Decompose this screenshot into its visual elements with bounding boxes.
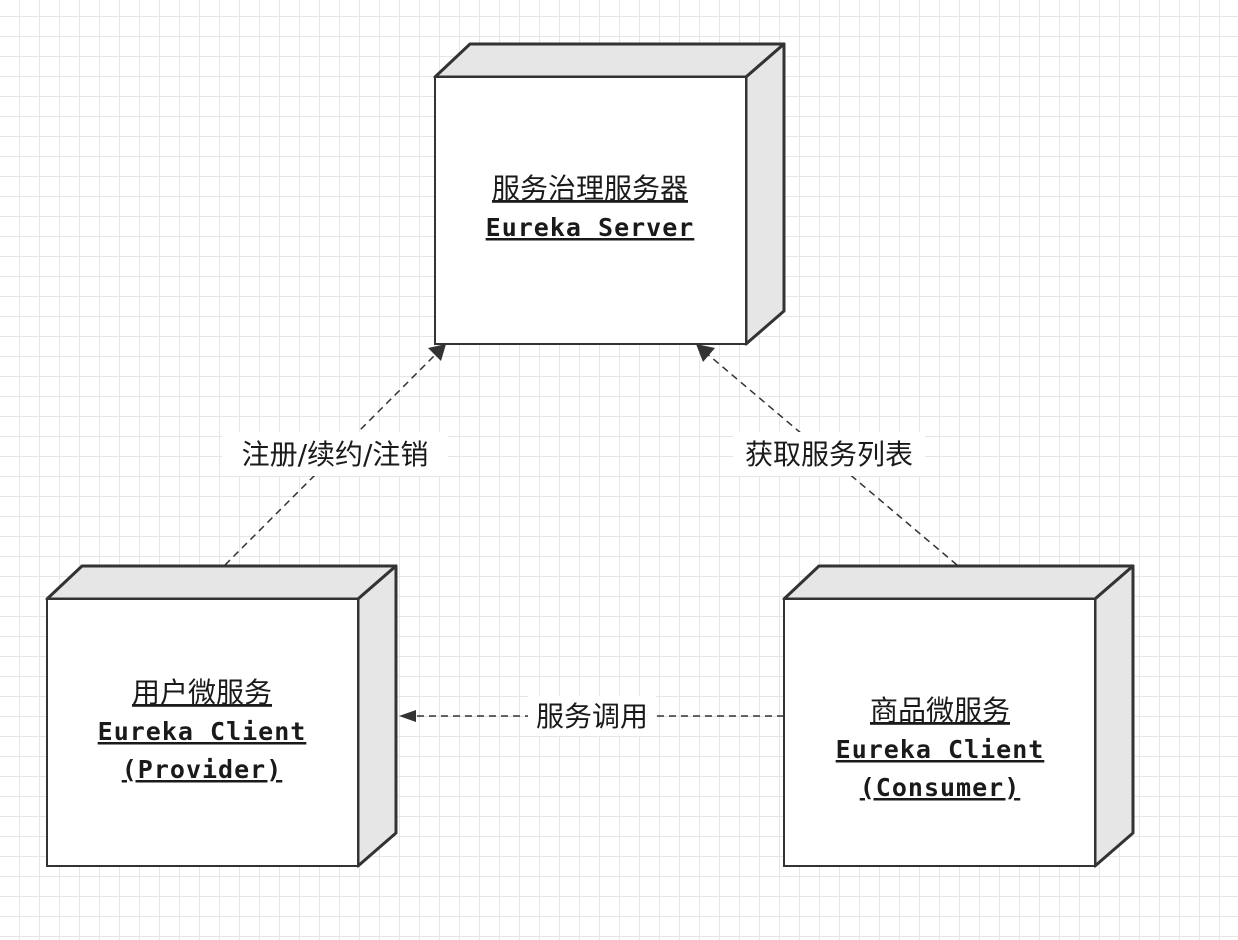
node-front-face xyxy=(434,76,747,345)
edge-line xyxy=(704,351,958,566)
node-front-face xyxy=(783,598,1096,867)
node-side-face xyxy=(744,42,786,346)
edge-consumer-to-server: 获取服务列表 xyxy=(696,344,958,566)
arrowhead-icon xyxy=(399,710,416,722)
provider-role: (Provider) xyxy=(122,755,283,784)
provider-title: 用户微服务 xyxy=(132,676,272,709)
provider-subtitle: Eureka Client xyxy=(98,717,307,746)
node-side-face xyxy=(1093,564,1135,868)
node-product-service[interactable]: 商品微服务 Eureka Client (Consumer) xyxy=(782,564,1135,868)
node-eureka-server[interactable]: 服务治理服务器 Eureka Server xyxy=(433,42,786,346)
node-top-face xyxy=(433,42,786,79)
consumer-title: 商品微服务 xyxy=(870,694,1010,727)
edge-label-register: 注册/续约/注销 xyxy=(242,438,429,471)
server-subtitle: Eureka Server xyxy=(486,213,695,242)
node-front-face xyxy=(46,598,359,867)
arrowhead-icon xyxy=(428,344,446,361)
node-user-service[interactable]: 用户微服务 Eureka Client (Provider) xyxy=(45,564,398,868)
edge-label-background xyxy=(222,432,448,476)
edge-provider-to-server: 注册/续约/注销 xyxy=(222,344,448,566)
edge-label-background xyxy=(528,696,656,736)
edge-label-fetch-list: 获取服务列表 xyxy=(745,438,913,471)
edge-label-background xyxy=(733,432,925,476)
consumer-role: (Consumer) xyxy=(860,773,1021,802)
arrowhead-icon xyxy=(696,344,715,362)
server-title: 服务治理服务器 xyxy=(492,172,688,205)
edge-consumer-to-provider: 服务调用 xyxy=(399,696,784,736)
node-top-face xyxy=(782,564,1135,601)
consumer-subtitle: Eureka Client xyxy=(836,735,1045,764)
edge-label-service-call: 服务调用 xyxy=(536,700,648,733)
node-side-face xyxy=(356,564,398,868)
node-top-face xyxy=(45,564,398,601)
